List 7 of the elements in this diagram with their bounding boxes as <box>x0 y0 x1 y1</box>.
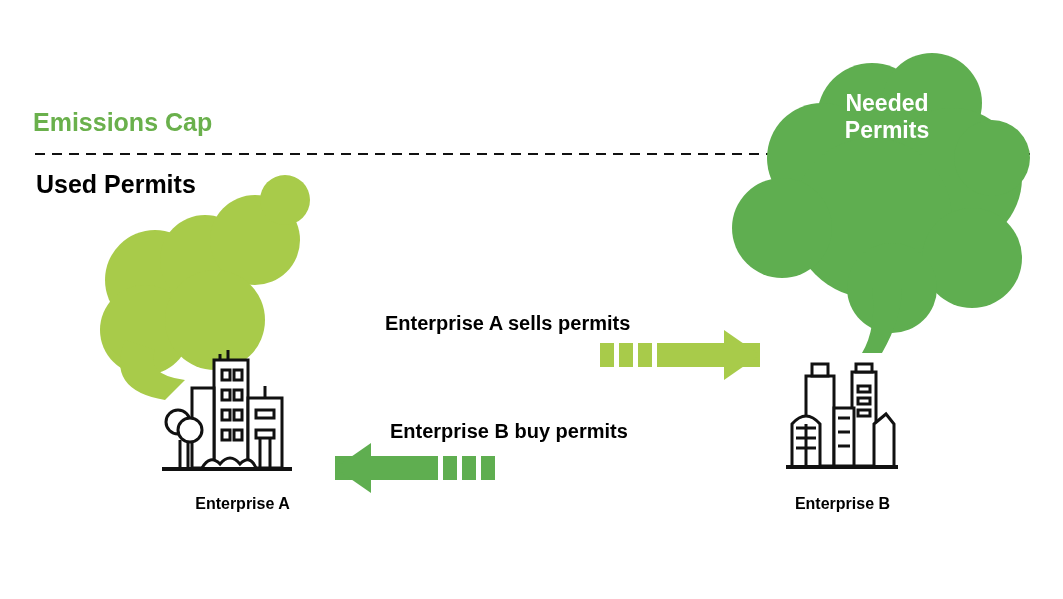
cloud-label: Needed Permits <box>843 90 931 144</box>
enterprise-label: Enterprise B <box>793 494 892 514</box>
arrow <box>600 330 760 380</box>
heading-label: Emissions Cap <box>33 107 213 138</box>
arrow <box>335 443 495 493</box>
heading-label: Used Permits <box>36 169 196 200</box>
enterprise-label: Enterprise A <box>194 494 291 514</box>
